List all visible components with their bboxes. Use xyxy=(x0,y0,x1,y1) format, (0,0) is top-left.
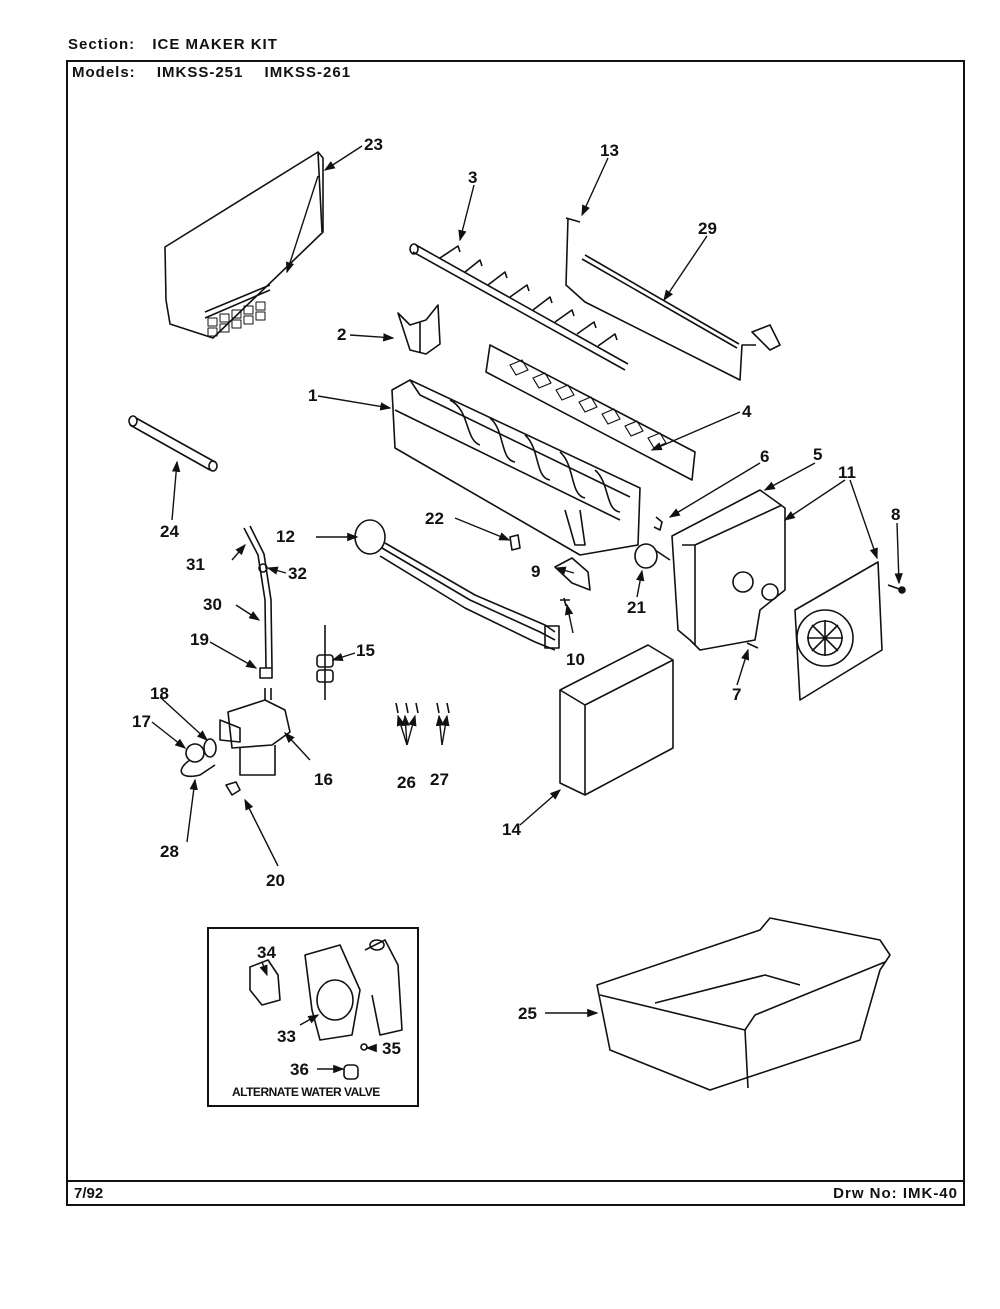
part-ejector xyxy=(409,243,629,371)
callout-20: 20 xyxy=(266,871,285,890)
callout-4: 4 xyxy=(742,402,752,421)
callout-30: 30 xyxy=(203,595,222,614)
callout-10: 10 xyxy=(566,650,585,669)
callout-6: 6 xyxy=(760,447,769,466)
callout-31: 31 xyxy=(186,555,205,574)
part-water-valve xyxy=(219,688,291,776)
part-alternate-valve xyxy=(249,939,403,1080)
diagram-frame xyxy=(66,60,965,1206)
callout-12: 12 xyxy=(276,527,295,546)
part-clip xyxy=(509,534,521,551)
part-lever xyxy=(653,516,663,531)
part-valve-fitting xyxy=(180,738,217,778)
part-control-module xyxy=(794,561,883,701)
part-ice-bin xyxy=(596,917,891,1091)
callout-32: 32 xyxy=(288,564,307,583)
section-value: ICE MAKER KIT xyxy=(152,36,278,53)
models-label: Models: xyxy=(72,64,136,81)
model-2: IMKSS-261 xyxy=(264,64,352,81)
callout-5: 5 xyxy=(813,445,822,464)
models-line: Models: IMKSS-251 IMKSS-261 xyxy=(72,64,367,81)
callout-13: 13 xyxy=(600,141,619,160)
callout-1: 1 xyxy=(308,386,317,405)
part-wire-harness xyxy=(354,519,560,651)
part-shutoff-arm xyxy=(565,217,781,381)
callout-19: 19 xyxy=(190,630,209,649)
part-rod xyxy=(581,254,740,349)
part-mold xyxy=(391,379,641,556)
callout-16: 16 xyxy=(314,770,333,789)
callout-18: 18 xyxy=(150,684,169,703)
part-screws xyxy=(395,702,450,714)
alternate-valve-title: ALTERNATE WATER VALVE xyxy=(232,1085,380,1099)
callout-9: 9 xyxy=(531,562,540,581)
part-thermostat xyxy=(634,543,671,569)
part-stripper xyxy=(485,344,696,481)
callout-24: 24 xyxy=(160,522,179,541)
footer-divider xyxy=(66,1180,965,1182)
callout-27: 27 xyxy=(430,770,449,789)
footer-date: 7/92 xyxy=(74,1185,104,1202)
callout-28: 28 xyxy=(160,842,179,861)
part-screw-7 xyxy=(746,642,759,649)
part-motor-housing xyxy=(671,489,786,651)
callout-14: 14 xyxy=(502,820,521,839)
callout-33: 33 xyxy=(277,1027,296,1046)
callout-17: 17 xyxy=(132,712,151,731)
part-inlet-tube xyxy=(243,525,273,679)
part-bracket xyxy=(397,304,441,355)
callout-25: 25 xyxy=(518,1004,537,1023)
part-clamp xyxy=(225,781,241,796)
callout-21: 21 xyxy=(627,598,646,617)
callout-29: 29 xyxy=(698,219,717,238)
callout-11: 11 xyxy=(838,463,856,482)
section-label: Section: xyxy=(68,36,136,53)
callout-3: 3 xyxy=(468,168,477,187)
model-1: IMKSS-251 xyxy=(156,64,244,81)
alternate-valve-inset xyxy=(207,927,419,1107)
callout-34: 34 xyxy=(257,943,276,962)
drawing-number: Drw No: IMK-40 xyxy=(833,1185,958,1202)
section-heading: Section: ICE MAKER KIT xyxy=(68,36,278,53)
callout-26: 26 xyxy=(397,773,416,792)
part-thermostat-bracket xyxy=(554,557,591,591)
callout-22: 22 xyxy=(425,509,444,528)
callout-36: 36 xyxy=(290,1060,309,1079)
callout-35: 35 xyxy=(382,1039,401,1058)
part-coupling xyxy=(316,625,334,700)
part-module-cover xyxy=(559,644,674,796)
part-cover-panel xyxy=(164,151,324,339)
callout-2: 2 xyxy=(337,325,346,344)
part-screw-10 xyxy=(560,597,570,607)
part-fill-cup-tube xyxy=(128,415,218,472)
callout-7: 7 xyxy=(732,685,741,704)
callout-23: 23 xyxy=(364,135,383,154)
callout-8: 8 xyxy=(891,505,900,524)
callout-15: 15 xyxy=(356,641,375,660)
